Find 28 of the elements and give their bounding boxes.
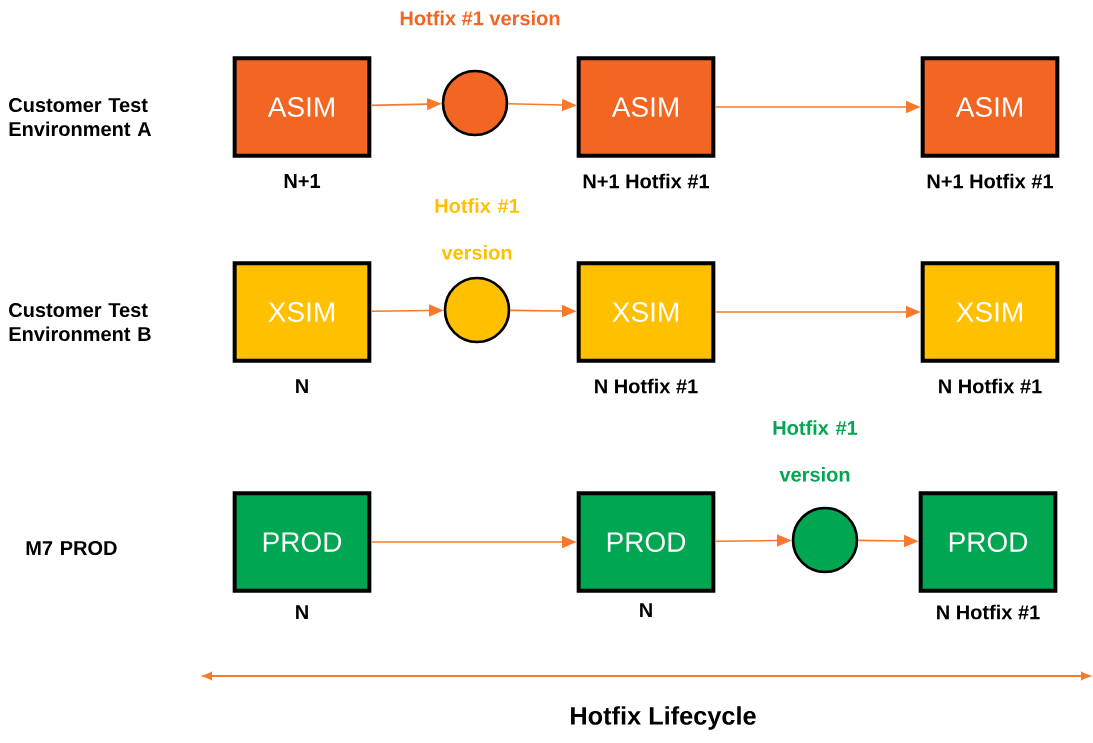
version-label: Hotfix #1 version <box>435 198 520 260</box>
row-label: M7 PROD <box>26 540 117 556</box>
process-box: PROD <box>576 491 716 593</box>
version-label: N+1 Hotfix #1 <box>583 173 710 189</box>
version-circle <box>443 276 511 344</box>
version-label: N+1 <box>284 174 321 188</box>
version-label: N <box>640 603 652 617</box>
process-box: XSIM <box>232 261 372 363</box>
process-box: PROD <box>232 491 372 593</box>
version-label: N Hotfix #1 <box>939 378 1042 394</box>
version-label: N Hotfix #1 <box>937 604 1040 620</box>
process-box: PROD <box>918 491 1058 593</box>
row-label: Customer Test Environment A <box>9 97 152 137</box>
version-label: N <box>296 379 308 393</box>
process-box: XSIM <box>920 261 1060 363</box>
process-box: ASIM <box>232 56 372 158</box>
version-circle <box>441 69 509 137</box>
process-box: ASIM <box>920 56 1060 158</box>
row-label: Customer Test Environment B <box>9 302 151 342</box>
version-circle <box>791 506 859 574</box>
process-box: XSIM <box>576 261 716 363</box>
version-label: N Hotfix #1 <box>595 378 698 394</box>
version-label: N <box>296 605 308 619</box>
version-label: Hotfix #1 version <box>400 10 560 26</box>
version-label: Hotfix #1 version <box>773 420 858 482</box>
axis-title: Hotfix Lifecycle <box>571 706 756 730</box>
version-label: N+1 Hotfix #1 <box>927 173 1054 189</box>
process-box: ASIM <box>576 56 716 158</box>
